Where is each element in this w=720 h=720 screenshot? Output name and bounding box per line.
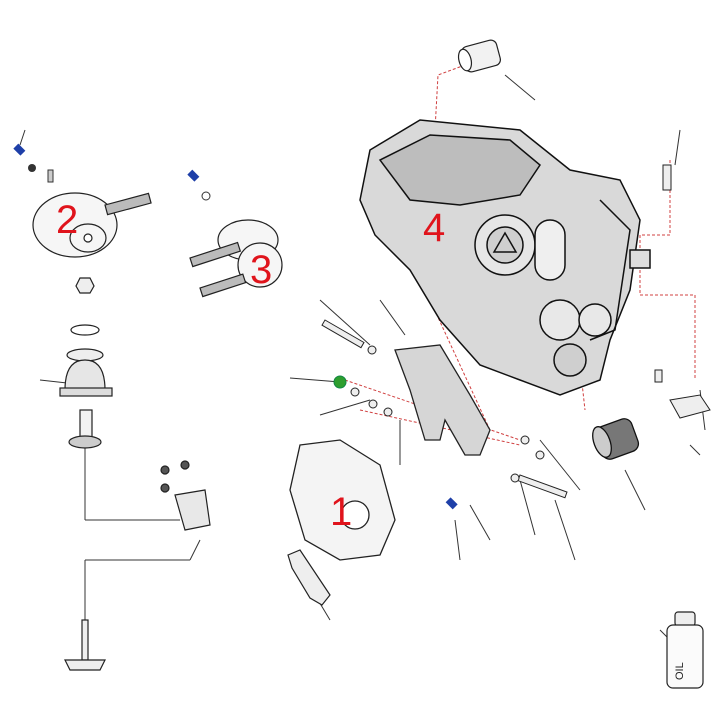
bolt-blue-2[interactable]: [13, 143, 54, 183]
oil-filter-part: [457, 39, 502, 73]
engine-mount-3-part[interactable]: [189, 219, 283, 298]
rubber-mount-part[interactable]: [59, 277, 113, 449]
long-bolt-part[interactable]: [64, 619, 106, 671]
callout-3: 3: [250, 248, 273, 292]
oil-bottle-part[interactable]: [666, 611, 704, 689]
oil-label: OIL: [674, 662, 686, 680]
callout-2: 2: [56, 198, 79, 242]
engine-assembly-part[interactable]: [359, 119, 651, 396]
engine-mount-2-part[interactable]: [32, 192, 152, 258]
bolt-blue-center[interactable]: [445, 497, 458, 510]
gearbox-cover-part[interactable]: [289, 439, 396, 561]
center-bolts[interactable]: [321, 319, 568, 499]
idler-pulley-part[interactable]: [589, 417, 641, 462]
bolt-green[interactable]: [333, 375, 347, 389]
engine-bracket-part[interactable]: [394, 344, 491, 456]
bolt-blue-3[interactable]: [187, 169, 211, 201]
callout-1: 1: [330, 490, 353, 534]
callout-4: 4: [423, 206, 446, 250]
right-bolts[interactable]: [654, 164, 711, 419]
clip-part[interactable]: [287, 549, 331, 606]
mount-bracket-part[interactable]: [160, 460, 211, 531]
